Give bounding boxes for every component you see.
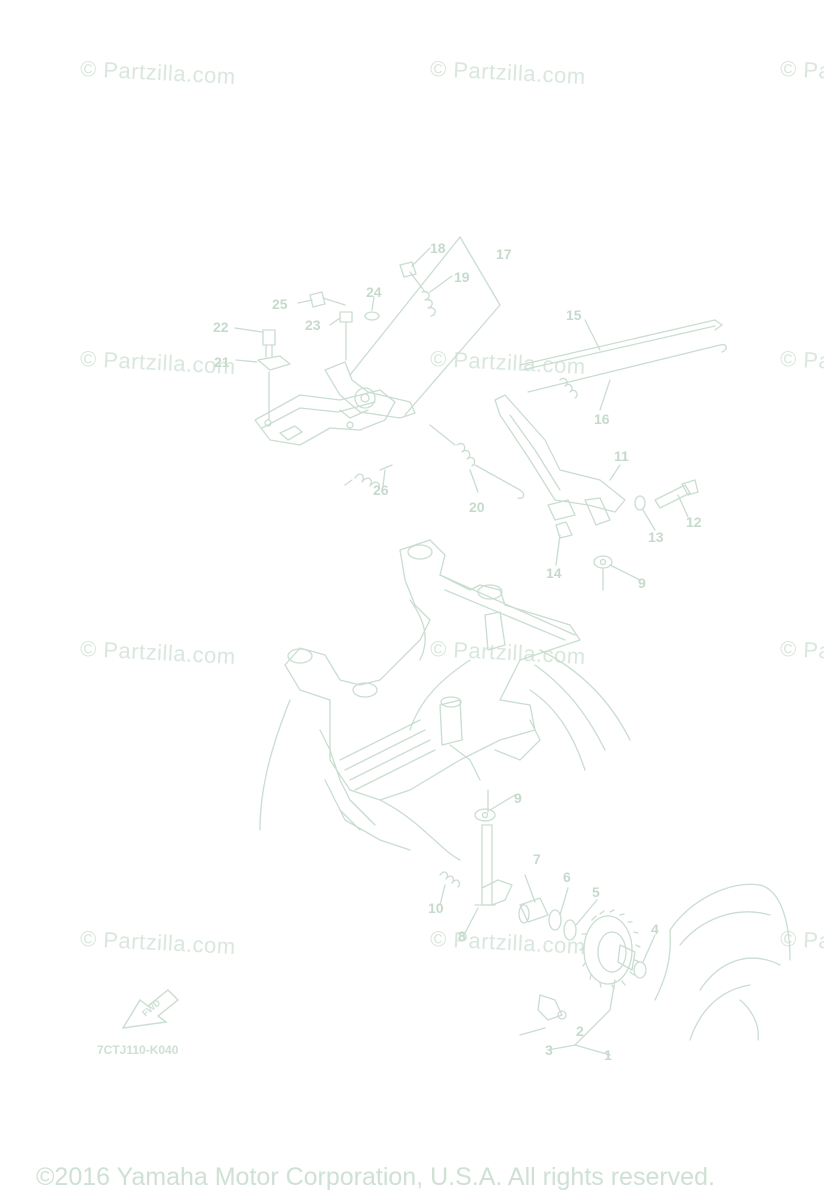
callout-label: 17 (496, 246, 512, 262)
engine-frame (284, 539, 581, 801)
fwd-arrow-icon (121, 989, 180, 1029)
callout-label: 21 (214, 354, 230, 370)
callout-label: 4 (651, 921, 659, 937)
callout-label: 13 (648, 529, 664, 545)
shift-shaft (481, 824, 493, 906)
callout-label: 3 (545, 1042, 553, 1058)
callout-label: 5 (592, 884, 600, 900)
callout-label: 19 (454, 269, 470, 285)
link-rod (519, 319, 723, 366)
callout-label: 10 (428, 900, 444, 916)
callout-label: 15 (566, 307, 582, 323)
lever-arm (494, 394, 626, 513)
callout-label: 7 (533, 851, 541, 867)
link-rod (527, 344, 727, 393)
drive-gear (579, 909, 641, 990)
callout-label: 18 (430, 240, 446, 256)
callout-label: 11 (614, 448, 629, 464)
throttle-lever (324, 361, 416, 419)
callout-label: 9 (514, 790, 522, 806)
callout-label: 2 (576, 1023, 584, 1039)
callout-label: 1 (604, 1047, 612, 1063)
callout-label: 14 (546, 565, 562, 581)
diagram-code: 7CTJ110-K040 (97, 1043, 179, 1057)
callout-label: 9 (638, 575, 646, 591)
callout-label: 12 (686, 514, 702, 530)
callout-label: 24 (366, 284, 382, 300)
copyright-notice: ©2016 Yamaha Motor Corporation, U.S.A. A… (36, 1163, 715, 1191)
callout-label: 23 (305, 317, 321, 333)
bracket-plate (254, 389, 396, 446)
callout-label: 22 (213, 319, 229, 335)
callout-label: 26 (373, 482, 389, 498)
callout-label: 8 (458, 928, 466, 944)
callout-label: 25 (272, 296, 288, 312)
callout-label: 6 (563, 869, 571, 885)
callout-label: 16 (594, 411, 610, 427)
callout-label: 20 (469, 499, 485, 515)
